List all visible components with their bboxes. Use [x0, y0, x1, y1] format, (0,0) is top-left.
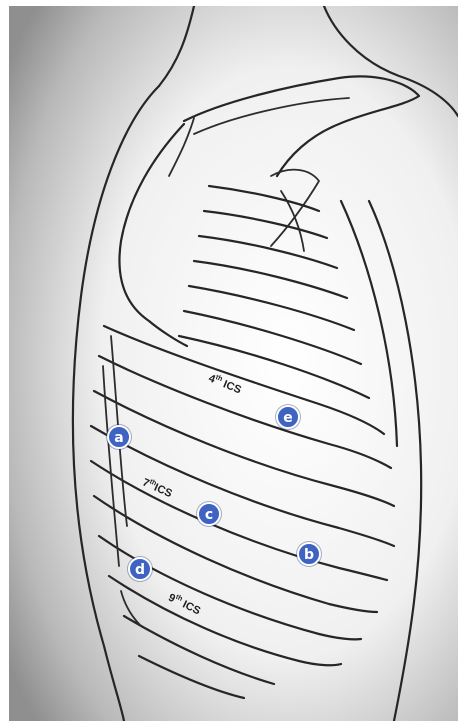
marker-e: e — [276, 405, 300, 429]
label-4th-suffix: th — [215, 374, 224, 383]
diagram-frame: 4th ICS 7thICS 9th ICS a b c d e — [9, 6, 458, 721]
background-vignette — [9, 6, 458, 721]
ribcage-drawing — [9, 6, 458, 721]
label-9th-suffix: th — [174, 594, 183, 603]
marker-c: c — [197, 502, 221, 526]
marker-a: a — [107, 425, 131, 449]
marker-b: b — [297, 542, 321, 566]
marker-d: d — [128, 557, 152, 581]
